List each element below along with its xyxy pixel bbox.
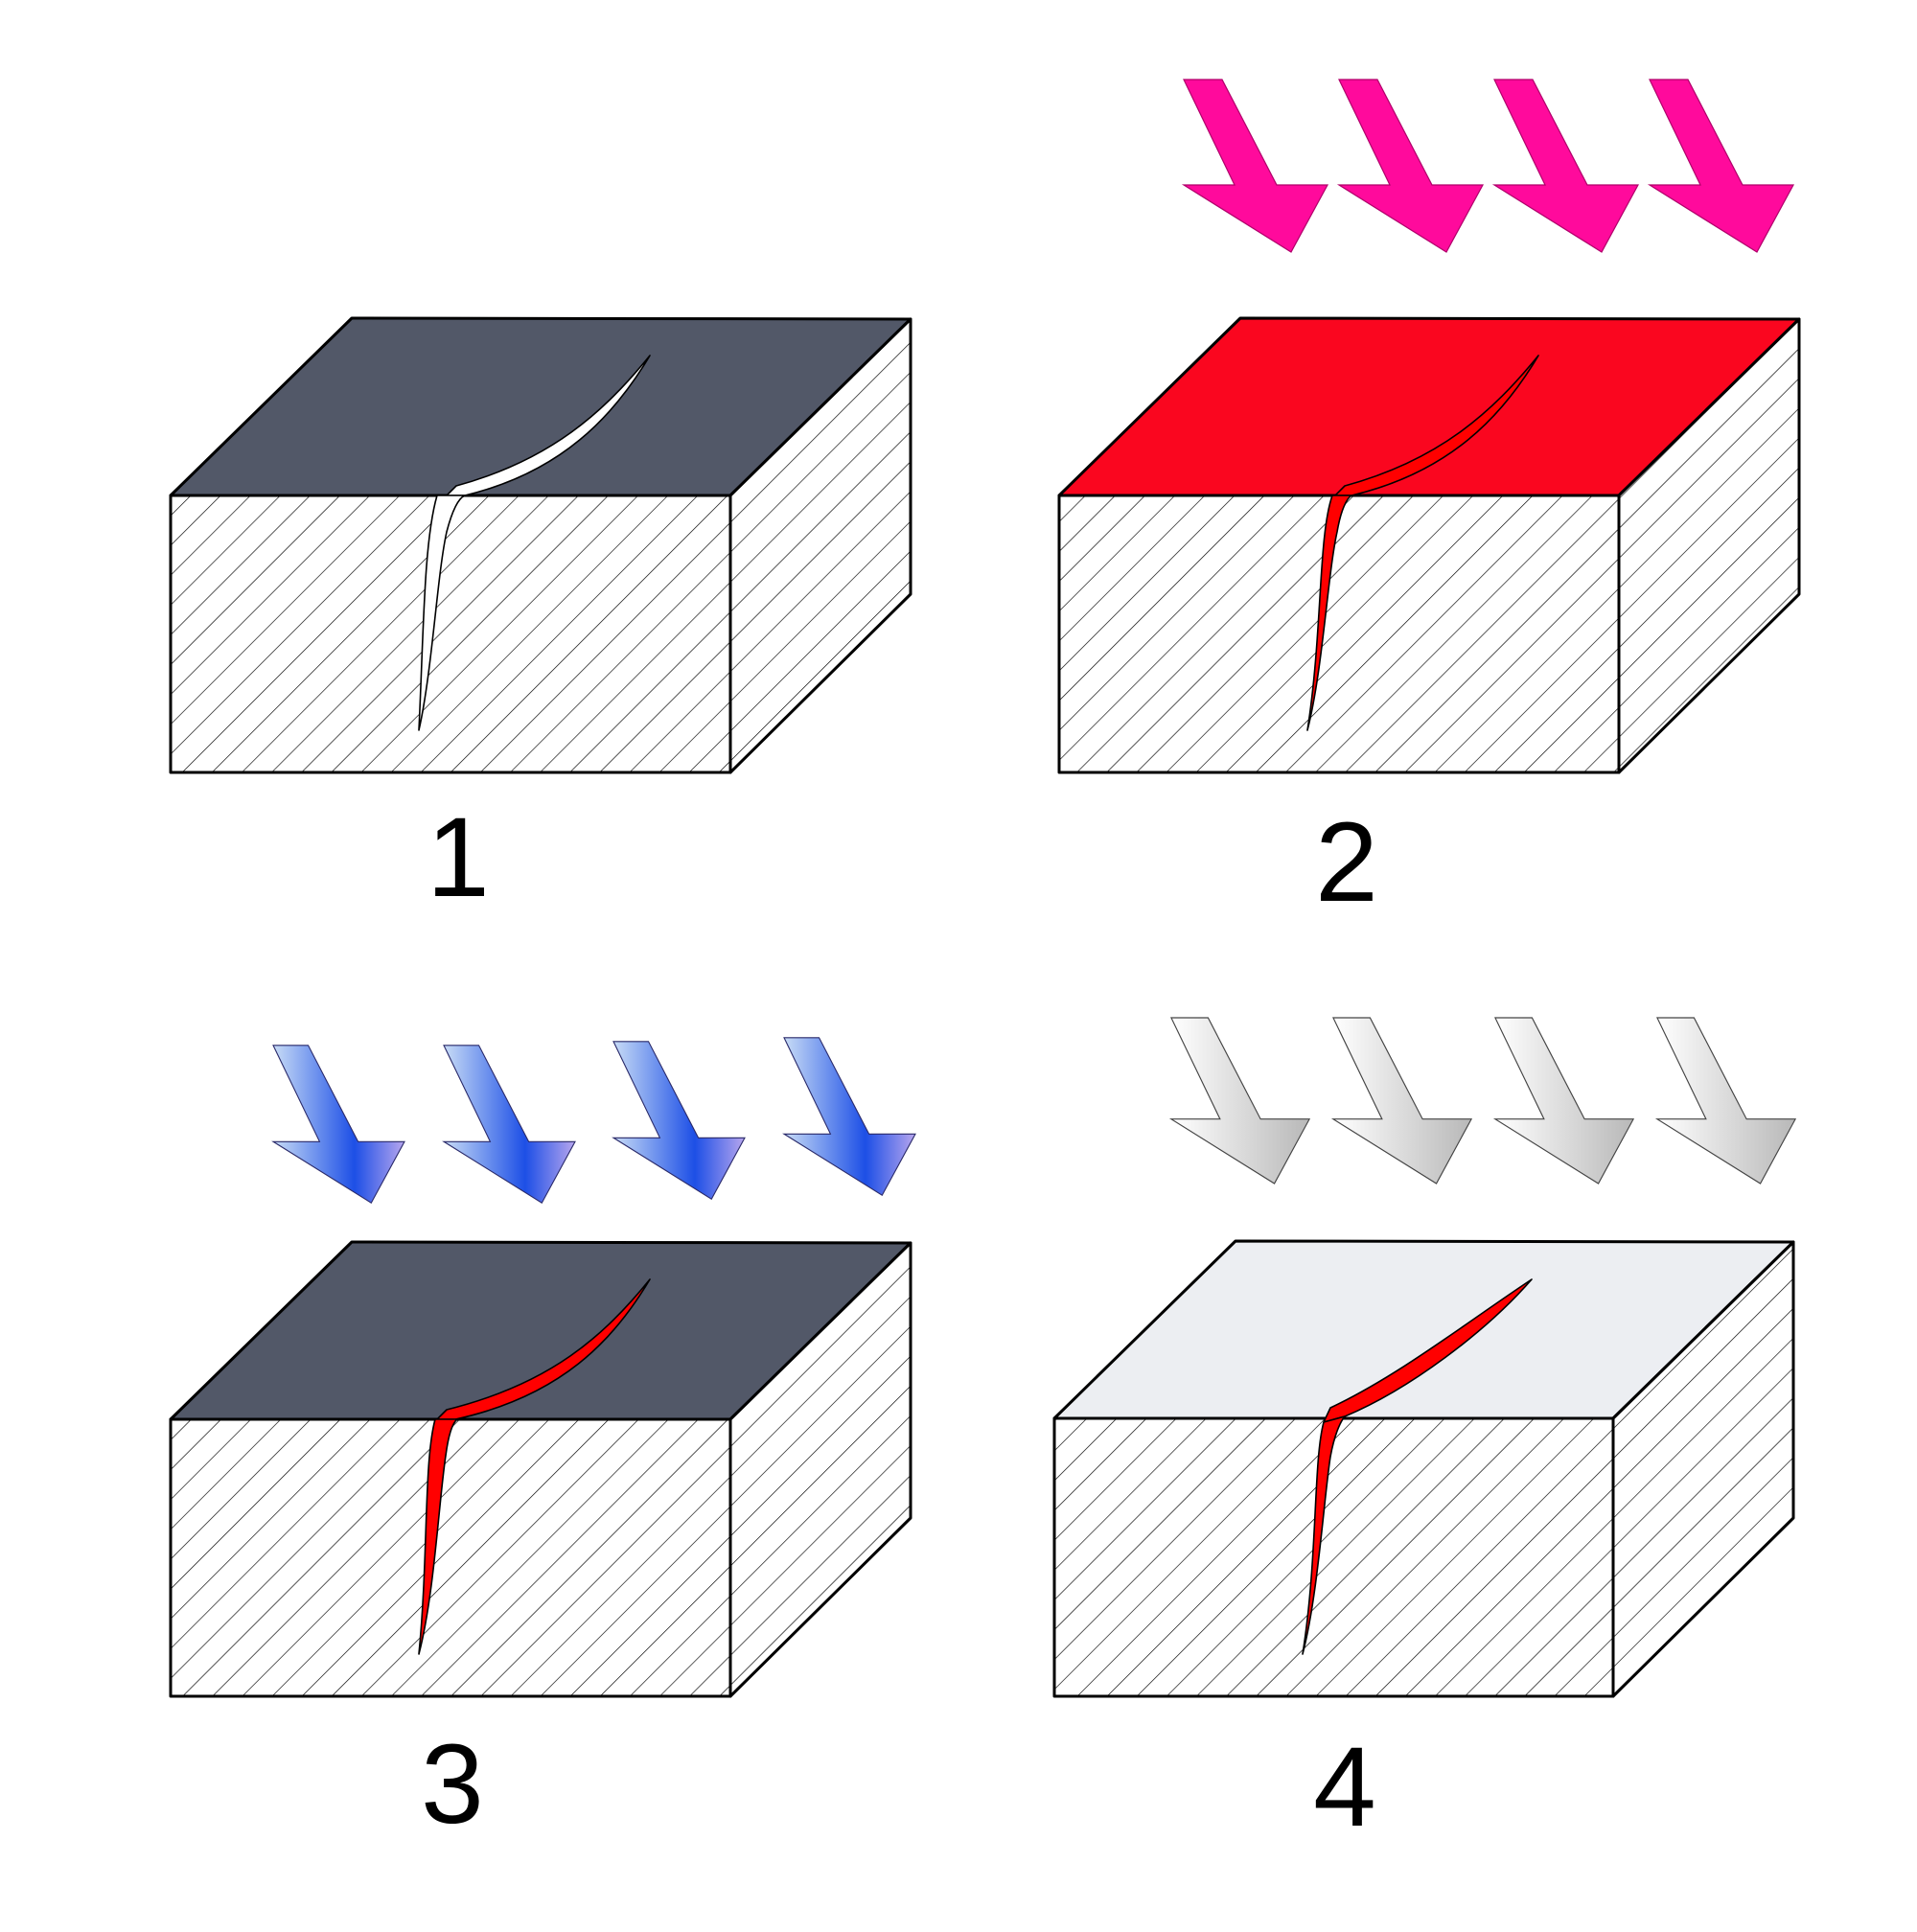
magenta-arrows [1183,79,1794,253]
step-label-4: 4 [1313,1724,1376,1851]
arrow-down-right-icon [783,1037,916,1196]
block [169,316,912,774]
step-label-2: 2 [1315,799,1378,926]
block-front-hatch [171,1419,730,1696]
crack-depth [418,494,466,731]
panel-1: 1 [169,316,912,921]
step-label-3: 3 [421,1721,484,1848]
crack-depth [1306,494,1352,731]
arrow-down-right-icon [1656,1017,1796,1184]
arrow-down-right-icon [1649,79,1794,253]
arrow-down-right-icon [1338,79,1484,253]
block-front-hatch [171,495,730,772]
block-side-hatch [730,319,911,772]
block [1052,1239,1795,1698]
arrow-down-right-icon [1493,79,1639,253]
panel-2: 2 [1057,79,1801,926]
arrow-down-right-icon [1170,1017,1310,1184]
arrow-down-right-icon [1183,79,1328,253]
block-side-hatch [1619,319,1799,772]
block-side-hatch [730,1243,911,1696]
arrow-down-right-icon [272,1045,405,1204]
block-front-hatch [1054,1418,1613,1696]
panel-3: 3 [169,1037,916,1848]
block [1057,316,1801,774]
block-front-hatch [1059,495,1619,772]
arrow-down-right-icon [1332,1017,1472,1184]
panel-4: 4 [1052,1017,1796,1851]
arrow-down-right-icon [443,1045,576,1204]
arrow-down-right-icon [612,1041,746,1200]
crack-depth [418,1418,458,1655]
indication-depth [1302,1415,1346,1655]
block [169,1240,912,1698]
step-label-1: 1 [427,794,490,921]
arrow-down-right-icon [1494,1017,1634,1184]
blue-arrows [272,1037,916,1204]
block-side-hatch [1613,1242,1793,1696]
grey-arrows [1170,1017,1796,1184]
